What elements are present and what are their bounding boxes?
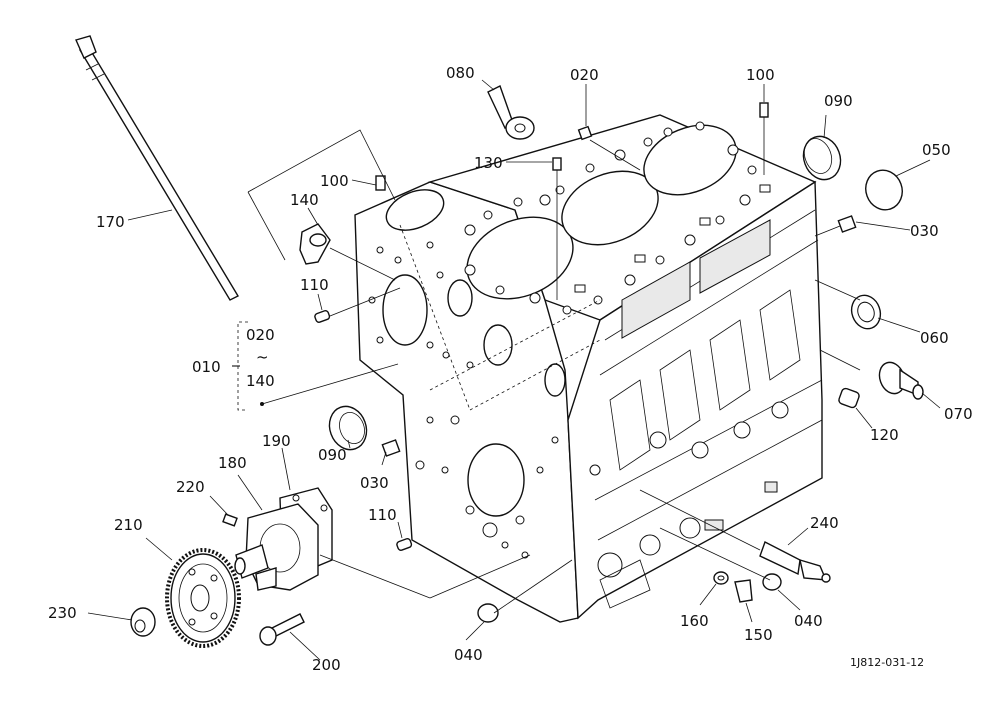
bolt-200 <box>259 613 305 646</box>
plug-030-right <box>814 215 857 237</box>
elbow-140 <box>299 223 331 265</box>
label-080: 080 <box>446 64 475 82</box>
label-110-left: 110 <box>300 276 329 294</box>
label-100-left: 100 <box>320 172 349 190</box>
label-130: 130 <box>474 154 503 172</box>
pin-110-bottom <box>396 537 413 551</box>
label-050: 050 <box>922 141 951 159</box>
label-range-tilde: ~ <box>256 348 269 366</box>
label-220: 220 <box>176 478 205 496</box>
label-040-right: 040 <box>794 612 823 630</box>
label-030-left: 030 <box>360 474 389 492</box>
cap-090-top <box>802 135 842 181</box>
label-060: 060 <box>920 329 949 347</box>
sensor-240 <box>759 541 831 583</box>
label-210: 210 <box>114 516 143 534</box>
label-100-top: 100 <box>746 66 775 84</box>
label-020-top: 020 <box>570 66 599 84</box>
label-200: 200 <box>312 656 341 674</box>
pin-120 <box>838 387 860 409</box>
bushing-070 <box>878 361 924 400</box>
elbow-fitting-080 <box>487 85 535 140</box>
oil-pump-180 <box>234 503 319 591</box>
label-140: 140 <box>290 191 319 209</box>
label-010: 010 <box>192 358 221 376</box>
pin-110-left <box>314 309 331 323</box>
label-040-bottom: 040 <box>454 646 483 664</box>
gear-210 <box>165 548 241 648</box>
cylinder-block <box>354 114 823 623</box>
plug-150 <box>734 579 753 603</box>
leader-lines <box>87 79 941 661</box>
label-150: 150 <box>744 626 773 644</box>
label-110-bottom: 110 <box>368 506 397 524</box>
label-120: 120 <box>870 426 899 444</box>
oil-seal-060 <box>850 294 882 330</box>
label-170: 170 <box>96 213 125 231</box>
key-220 <box>222 513 238 527</box>
label-230: 230 <box>48 604 77 622</box>
pin-130 <box>552 157 562 300</box>
drawing-code: 1J812-031-12 <box>850 656 924 669</box>
label-070: 070 <box>944 405 973 423</box>
nut-230 <box>130 607 156 637</box>
pin-100-top <box>759 102 769 175</box>
label-180: 180 <box>218 454 247 472</box>
label-190: 190 <box>262 432 291 450</box>
group-bracket-010 <box>232 321 399 411</box>
label-090-left: 090 <box>318 446 347 464</box>
cap-050 <box>865 169 903 211</box>
label-140-group: 140 <box>246 372 275 390</box>
label-090-top: 090 <box>824 92 853 110</box>
cap-090-left <box>328 405 368 451</box>
plug-020-top <box>577 125 641 171</box>
label-240: 240 <box>810 514 839 532</box>
label-020-group: 020 <box>246 326 275 344</box>
washer-160 <box>713 571 729 585</box>
plug-030-left <box>381 439 401 457</box>
plug-040-right <box>762 573 782 591</box>
label-030-right: 030 <box>910 222 939 240</box>
label-160: 160 <box>680 612 709 630</box>
plug-040-bottom <box>477 603 499 623</box>
dipstick-guide-170 <box>75 35 239 301</box>
part-labels: 170 100 140 110 020 010 ~ 140 080 020 10… <box>48 64 973 674</box>
pin-100-left <box>375 175 386 191</box>
